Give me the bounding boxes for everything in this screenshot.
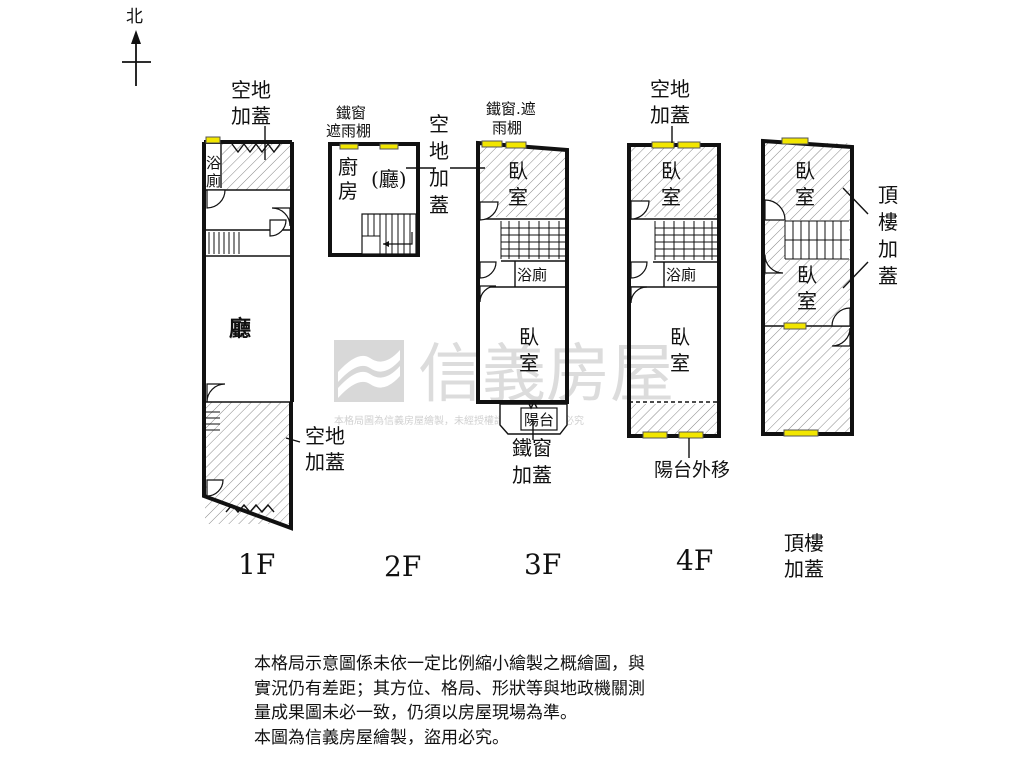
- floor-3f: 鐵窗.遮 雨棚 臥 室 浴廁 臥 室 陽台 鐵窗 加蓋 3F: [450, 100, 569, 581]
- 4f-bed-bottom-line1: 臥: [670, 325, 690, 349]
- 3f-bath-label: 浴廁: [517, 266, 547, 284]
- 3f-bed-bottom-line2: 室: [519, 351, 539, 375]
- 2f-side-addition-1: 空: [429, 112, 449, 136]
- floor-rooftop: 臥 室 臥 室 頂 樓 加 蓋 頂樓 加蓋: [761, 137, 898, 581]
- 1f-bath-line2: 廁: [206, 172, 221, 190]
- 2f-awning-line1: 鐵窗: [336, 104, 366, 122]
- 1f-rear-addition-line1: 空地: [305, 424, 345, 448]
- 2f-side-addition-4: 蓋: [429, 193, 449, 217]
- 1f-rear-addition-line2: 加蓋: [305, 450, 345, 474]
- watermark-brand: 信義房屋: [418, 338, 674, 412]
- 2f-side-addition-3: 加: [429, 166, 449, 190]
- 2f-floor-label: 2F: [384, 550, 421, 583]
- floor-1f: 空地 加蓋 浴 廁 廳 空地 加蓋 1F: [202, 78, 345, 581]
- 3f-floor-label: 3F: [524, 548, 561, 581]
- north-label: 北: [126, 7, 143, 27]
- 3f-balcony-label: 陽台: [524, 411, 554, 429]
- disclaimer-note: 本格局示意圖係未依一定比例縮小繪製之概繪圖，與 實況仍有差距；其方位、格局、形狀…: [254, 652, 794, 750]
- roof-addition-1: 頂: [878, 183, 898, 207]
- 4f-balcony-moved-label: 陽台外移: [654, 459, 730, 481]
- 4f-top-addition-line1: 空地: [650, 77, 690, 101]
- 4f-top-addition-line2: 加蓋: [650, 103, 690, 127]
- 2f-kitchen-line1: 廚: [338, 155, 358, 179]
- disclaimer-line-2: 實況仍有差距；其方位、格局、形狀等與地政機關測: [254, 678, 645, 699]
- 4f-bath-label: 浴廁: [666, 266, 696, 284]
- 1f-top-addition-line2: 加蓋: [231, 104, 271, 128]
- 1f-bath-line1: 浴: [206, 154, 221, 172]
- watermark: 信義房屋 本格局圖為信義房屋繪製，未經授權請勿盜用，違者必究: [334, 338, 674, 427]
- 2f-kitchen-line2: 房: [338, 179, 358, 203]
- 2f-hall-label: (廳): [371, 167, 407, 191]
- roof-bed-top-line1: 臥: [795, 159, 815, 183]
- 3f-bed-bottom-line1: 臥: [519, 325, 539, 349]
- floor-2f: 鐵窗 遮雨棚 廚 房 (廳) 空 地 加 蓋 2F: [326, 104, 449, 583]
- 3f-iron-window-line1: 鐵窗: [512, 436, 552, 460]
- north-arrow-icon: [131, 30, 141, 44]
- disclaimer-line-4: 本圖為信義房屋繪製，盜用必究。: [254, 727, 509, 748]
- 3f-awning-line2: 雨棚: [492, 119, 522, 137]
- 4f-bed-bottom-line2: 室: [670, 351, 690, 375]
- 1f-top-addition-line1: 空地: [231, 78, 271, 102]
- 1f-living-room-label: 廳: [229, 316, 251, 342]
- roof-bed-top-line2: 室: [795, 185, 815, 209]
- 3f-bed-top-line1: 臥: [508, 159, 528, 183]
- watermark-logo-icon: [334, 340, 404, 402]
- north-arrow: 北: [122, 7, 151, 86]
- roof-floor-label-line1: 頂樓: [784, 531, 824, 555]
- floor-4f: 空地 加蓋 臥 室 浴廁 臥 室 陽台外移 4F: [627, 77, 730, 577]
- disclaimer-line-1: 本格局示意圖係未依一定比例縮小繪製之概繪圖，與: [254, 654, 645, 674]
- 2f-side-addition-2: 地: [429, 139, 449, 163]
- 3f-bed-top-line2: 室: [508, 185, 528, 209]
- roof-addition-4: 蓋: [878, 264, 898, 288]
- roof-addition-2: 樓: [878, 210, 898, 234]
- 4f-bed-top-line1: 臥: [661, 159, 681, 183]
- roof-bed-mid-line2: 室: [797, 289, 817, 313]
- disclaimer-line-3: 量成果圖未必一致，仍須以房屋現場為準。: [254, 703, 577, 723]
- 1f-floor-label: 1F: [238, 548, 275, 581]
- 4f-floor-label: 4F: [676, 544, 713, 577]
- 2f-awning-line2: 遮雨棚: [326, 122, 371, 140]
- roof-floor-label-line2: 加蓋: [784, 557, 824, 581]
- 4f-bed-top-line2: 室: [661, 185, 681, 209]
- roof-bed-mid-line1: 臥: [797, 263, 817, 287]
- 3f-iron-window-line2: 加蓋: [512, 463, 552, 487]
- 3f-awning-line1: 鐵窗.遮: [486, 100, 536, 118]
- roof-addition-3: 加: [878, 237, 898, 261]
